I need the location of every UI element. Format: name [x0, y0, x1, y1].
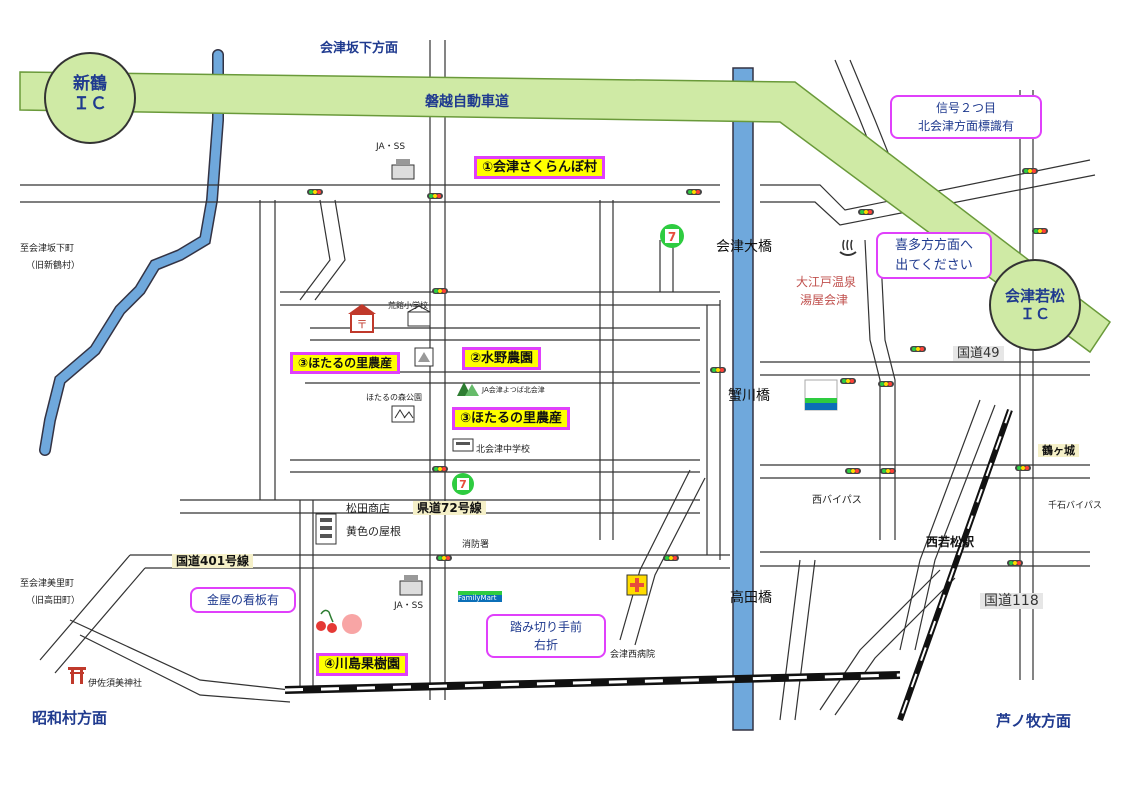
- convenience-store-icon: 7: [660, 224, 684, 248]
- svg-text:7: 7: [459, 478, 467, 491]
- family-mart-label: FamilyMart: [458, 594, 497, 602]
- traffic-lights: [307, 168, 1048, 566]
- kita-aizu-jhs-label: 北会津中学校: [476, 445, 531, 455]
- direction-southwest: 昭和村方面: [32, 709, 108, 727]
- fire-station-label: 消防署: [462, 540, 490, 550]
- ic-right-circle: [989, 259, 1081, 351]
- callout-kitakata-line1: 喜多方方面へ: [894, 238, 973, 253]
- ic-right-label: 会津若松 ＩＣ: [990, 287, 1080, 323]
- onsen-line-1: 大江戸温泉: [796, 275, 857, 289]
- svg-text:7: 7: [668, 230, 676, 244]
- to-aizubange-label: 至会津坂下町: [20, 244, 75, 254]
- direction-southeast: 芦ノ牧方面: [996, 712, 1072, 730]
- convenience-store-icon-2: 7: [452, 473, 474, 495]
- callout-kanaya-line: 金屋の看板有: [206, 593, 279, 607]
- river-main: [732, 67, 754, 731]
- west-bypass-label: 西バイパス: [812, 495, 862, 506]
- expressway-band: [19, 71, 1112, 354]
- road-118: 国道118: [980, 593, 1043, 609]
- callout-kitakata-line2: 出てください: [895, 257, 973, 273]
- road-401: 国道401号線: [172, 554, 254, 568]
- ja-ss-bottom: JA・SS: [394, 601, 424, 611]
- callout-signal-line2: 北会津方面標識有: [917, 119, 1014, 133]
- farm-label-1[interactable]: ①会津さくらんぼ村: [474, 156, 606, 179]
- ic-right-name: 会津若松: [1004, 287, 1065, 305]
- ic-left-label: 新鶴 ＩＣ: [60, 74, 120, 115]
- former-shintsuru-label: （旧新鶴村）: [26, 261, 81, 271]
- ic-right-sub: ＩＣ: [1019, 305, 1050, 323]
- former-takada-label: （旧高田町）: [26, 596, 81, 606]
- road-49: 国道49: [953, 346, 1004, 361]
- farm-label-3a[interactable]: ③ほたるの里農産: [290, 352, 401, 374]
- fruit-icon: [316, 609, 362, 634]
- ja-ss-top: JA・SS: [376, 142, 406, 152]
- road-pref-72: 県道72号線: [413, 501, 486, 515]
- bridge-takada: 高田橋: [730, 590, 772, 606]
- senkoku-bypass-label: 千石バイパス: [1048, 501, 1102, 511]
- hospital-label: 会津西病院: [610, 650, 656, 660]
- direction-north: 会津坂下方面: [320, 41, 399, 56]
- ic-left-circle: [44, 52, 136, 144]
- gas-station-icon-2: [399, 575, 423, 596]
- farm-label-4[interactable]: ④川島果樹園: [316, 653, 409, 676]
- tsurugajo-label: 鶴ヶ城: [1038, 444, 1079, 457]
- callout-kitakata: 喜多方方面へ 出てください: [876, 232, 992, 279]
- school-icon: [407, 305, 431, 327]
- ja-branch-icon: [457, 382, 479, 396]
- ic-left-sub: ＩＣ: [73, 94, 107, 115]
- callout-signal-line1: 信号２つ目: [935, 101, 996, 115]
- arairo-school-label: 荒館小学校: [388, 301, 428, 310]
- matsuda-store-label: 松田商店: [346, 502, 390, 515]
- yellow-roof-label: 黄色の屋根: [346, 525, 401, 538]
- nishiwakamatsu-station-label: 西若松駅: [926, 535, 975, 549]
- hot-spring-icon: [839, 239, 857, 256]
- callout-kanaya: 金屋の看板有: [190, 587, 296, 613]
- callout-crossing-line2: 右折: [533, 638, 558, 652]
- farm-label-3b[interactable]: ③ほたるの里農産: [452, 407, 571, 430]
- hospital-icon: [626, 574, 648, 596]
- store-building-icon: [315, 513, 337, 545]
- callout-signal: 信号２つ目 北会津方面標識有: [890, 95, 1042, 139]
- park-icon: [391, 405, 415, 423]
- school-icon-2: [452, 438, 474, 452]
- to-aizumisato-label: 至会津美里町: [20, 579, 75, 589]
- expressway-label: 磐越自動車道: [425, 94, 509, 110]
- railway: [284, 408, 1013, 722]
- ja-branch-label: JA会津よつば北会津: [482, 386, 545, 394]
- shrine-icon: [68, 667, 86, 684]
- hotaru-park-label: ほたるの森公園: [366, 393, 422, 402]
- family-mart-icon: [458, 580, 502, 602]
- shrine-label: 伊佐須美神社: [88, 679, 143, 689]
- bridge-samegawa: 蟹川橋: [728, 388, 770, 404]
- ic-left-name: 新鶴: [73, 74, 107, 94]
- callout-crossing: 踏み切り手前 右折: [486, 614, 606, 658]
- bridge-aizu-ohashi: 会津大橋: [716, 239, 772, 255]
- post-office-icon: 〒: [348, 304, 376, 333]
- fire-station-icon: [414, 347, 434, 367]
- onsen-line-2: 湯屋会津: [800, 293, 849, 307]
- svg-text:〒: 〒: [357, 318, 368, 331]
- family-mart-icon-2: [804, 379, 838, 411]
- farm-label-2[interactable]: ②水野農園: [462, 347, 542, 370]
- callout-crossing-line1: 踏み切り手前: [509, 620, 582, 634]
- gas-station-icon: [391, 159, 415, 180]
